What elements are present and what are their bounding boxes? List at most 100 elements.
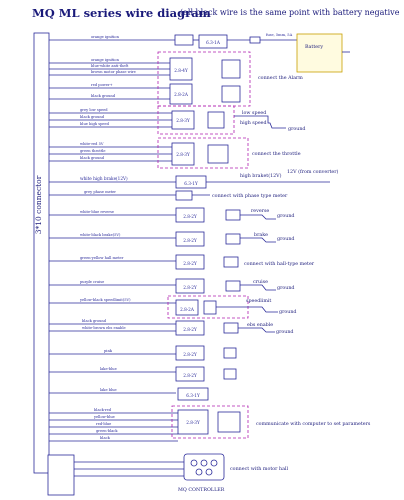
connector-c8-label: 2.8-2Y bbox=[183, 261, 197, 266]
label-alarm: connect the Alarm bbox=[258, 75, 303, 81]
connector-c12-label: 2.8-2Y bbox=[183, 352, 197, 357]
connector-c14-label: 6.3-1Y bbox=[186, 393, 200, 398]
label-speedlimit: speedlimit bbox=[246, 298, 271, 304]
wire-label-2: blue-white anti-theft bbox=[91, 64, 129, 68]
connector-c1 bbox=[169, 57, 193, 81]
connector-c9-label: 2.8-2Y bbox=[183, 285, 197, 290]
connector-c2 bbox=[169, 83, 193, 105]
fuse-holder bbox=[174, 34, 194, 46]
wire-label-17: purple cruise bbox=[80, 280, 104, 284]
label-high-speed: high speed bbox=[240, 120, 267, 126]
wire-label-13: grey phase meter bbox=[84, 190, 116, 194]
wire-label-16: green-yellow hall meter bbox=[80, 256, 124, 260]
connector-c11-label: 2.8-2Y bbox=[183, 327, 197, 332]
connector-c2-mate bbox=[221, 85, 241, 103]
connector-c6-label: 2.8-2Y bbox=[183, 214, 197, 219]
connector-c9 bbox=[175, 278, 205, 294]
label-hall-meter: connect with hall-type meter bbox=[244, 261, 315, 267]
connector-c4-label: 2.8-3Y bbox=[176, 152, 190, 157]
label-phase-meter: connect with phase type meter bbox=[212, 193, 288, 199]
wire-label-21: pink bbox=[104, 349, 113, 353]
connector-c8 bbox=[175, 254, 205, 270]
label-ground-speed: ground bbox=[279, 309, 297, 315]
connector-c3-mate bbox=[207, 111, 225, 129]
label-ground-rev: ground bbox=[277, 213, 295, 219]
connector-c10-label: 2.8-2A bbox=[180, 307, 195, 312]
connector-c15 bbox=[177, 409, 209, 435]
wire-label-19: black ground bbox=[82, 319, 107, 323]
connector-c14 bbox=[177, 387, 209, 401]
comm-wire-2: red-blue bbox=[96, 422, 111, 426]
fuse-main-box bbox=[198, 34, 228, 49]
label-reverse: reverse bbox=[251, 209, 269, 214]
connector-c11 bbox=[175, 320, 205, 336]
battery-label: Battery bbox=[305, 44, 323, 50]
label-ebs: ebs enable bbox=[247, 322, 273, 328]
connector-c7 bbox=[175, 231, 205, 247]
connector-c1-label: 2.8-4Y bbox=[174, 68, 188, 73]
connector-c5-label: 6.3-1Y bbox=[184, 181, 198, 186]
connector-c6 bbox=[175, 207, 205, 223]
label-low-speed: low speed bbox=[242, 110, 266, 116]
label-ground-brake: ground bbox=[277, 236, 295, 242]
main-connector-label: 3*10 connector bbox=[34, 175, 43, 234]
main-connector-body bbox=[33, 32, 50, 474]
label-high-brake: high braket(12V) bbox=[240, 172, 282, 179]
speed-switch-wire bbox=[234, 115, 286, 129]
label-cruise: cruise bbox=[253, 279, 268, 285]
connector-c3 bbox=[171, 110, 195, 130]
connector-c2-label: 2.8-2A bbox=[174, 92, 189, 97]
label-motor-hall: connect with motor hall bbox=[230, 466, 288, 472]
wire-label-1: orange ignition bbox=[91, 58, 120, 62]
connector-c4-mate bbox=[207, 144, 229, 164]
wire-label-6: grey low speed bbox=[80, 108, 108, 112]
comm-wire-1: yellow-blue bbox=[93, 415, 115, 419]
connector-c1-mate bbox=[221, 59, 241, 79]
hall-connector-block bbox=[47, 454, 75, 496]
wire-label-3: brown motor phase wire bbox=[91, 70, 136, 74]
label-controller: MQ CONTROLLER bbox=[178, 487, 225, 493]
connector-c4 bbox=[171, 142, 195, 166]
wire-label-8: blue high speed bbox=[80, 122, 110, 126]
phase-meter-plug bbox=[175, 190, 193, 201]
wire-label-14: white-blue reverse bbox=[80, 210, 114, 214]
wire-label-9: white-red 5V bbox=[80, 142, 104, 146]
label-ground-cruise: ground bbox=[277, 285, 295, 291]
wire-label-7: black ground bbox=[80, 115, 105, 119]
connector-c15-label: 2.8-3Y bbox=[186, 420, 200, 425]
label-comm: communicate with computer to set paramet… bbox=[256, 421, 371, 427]
connector-c13-label: 2.8-2Y bbox=[183, 373, 197, 378]
fuse-small bbox=[249, 36, 261, 44]
wire-label-18: yellow-black speedlimit(5V) bbox=[79, 298, 131, 302]
wire-label-20: white-brown ebs enable bbox=[82, 326, 126, 330]
diagram-subtitle: (all black wire is the same point with b… bbox=[180, 8, 400, 17]
connector-c7-label: 2.8-2Y bbox=[183, 238, 197, 243]
battery-box bbox=[296, 33, 343, 73]
diagram-title: MQ ML series wire diagram bbox=[32, 6, 211, 20]
wire-label-15: white-black brake(5V) bbox=[80, 233, 121, 237]
label-converter: 12V (from converter) bbox=[287, 168, 339, 175]
battery-fuse-label: fuse, 5mm, 5A bbox=[266, 33, 293, 37]
connector-fuse-main-label: 6.3-1A bbox=[206, 40, 221, 45]
connector-c12 bbox=[175, 345, 205, 361]
label-ground-1: ground bbox=[288, 126, 306, 132]
wire-label-22: lake-blue bbox=[100, 367, 117, 371]
wire-label-4: red power+ bbox=[91, 83, 113, 87]
label-brake: brake bbox=[254, 232, 268, 238]
connector-c3-label: 2.8-3Y bbox=[176, 118, 190, 123]
comm-wire-3: green-black bbox=[96, 429, 118, 433]
motor-hall-connector bbox=[183, 453, 225, 481]
label-ground-ebs: ground bbox=[276, 329, 294, 335]
connector-c13 bbox=[175, 366, 205, 382]
wire-label-0: orange ignition bbox=[91, 35, 120, 39]
wire-label-10: green throttle bbox=[80, 149, 106, 153]
wire-label-5: black ground bbox=[91, 94, 116, 98]
wire-label-11: black ground bbox=[80, 156, 105, 160]
comm-wire-4: black bbox=[100, 436, 111, 440]
label-throttle: connect the throttle bbox=[252, 151, 301, 157]
connector-c10 bbox=[175, 299, 199, 316]
wire-label-12: white high brake(12V) bbox=[80, 176, 128, 181]
wire-label-23: lake blue bbox=[100, 388, 117, 392]
comm-wire-0: black-red bbox=[94, 408, 112, 412]
